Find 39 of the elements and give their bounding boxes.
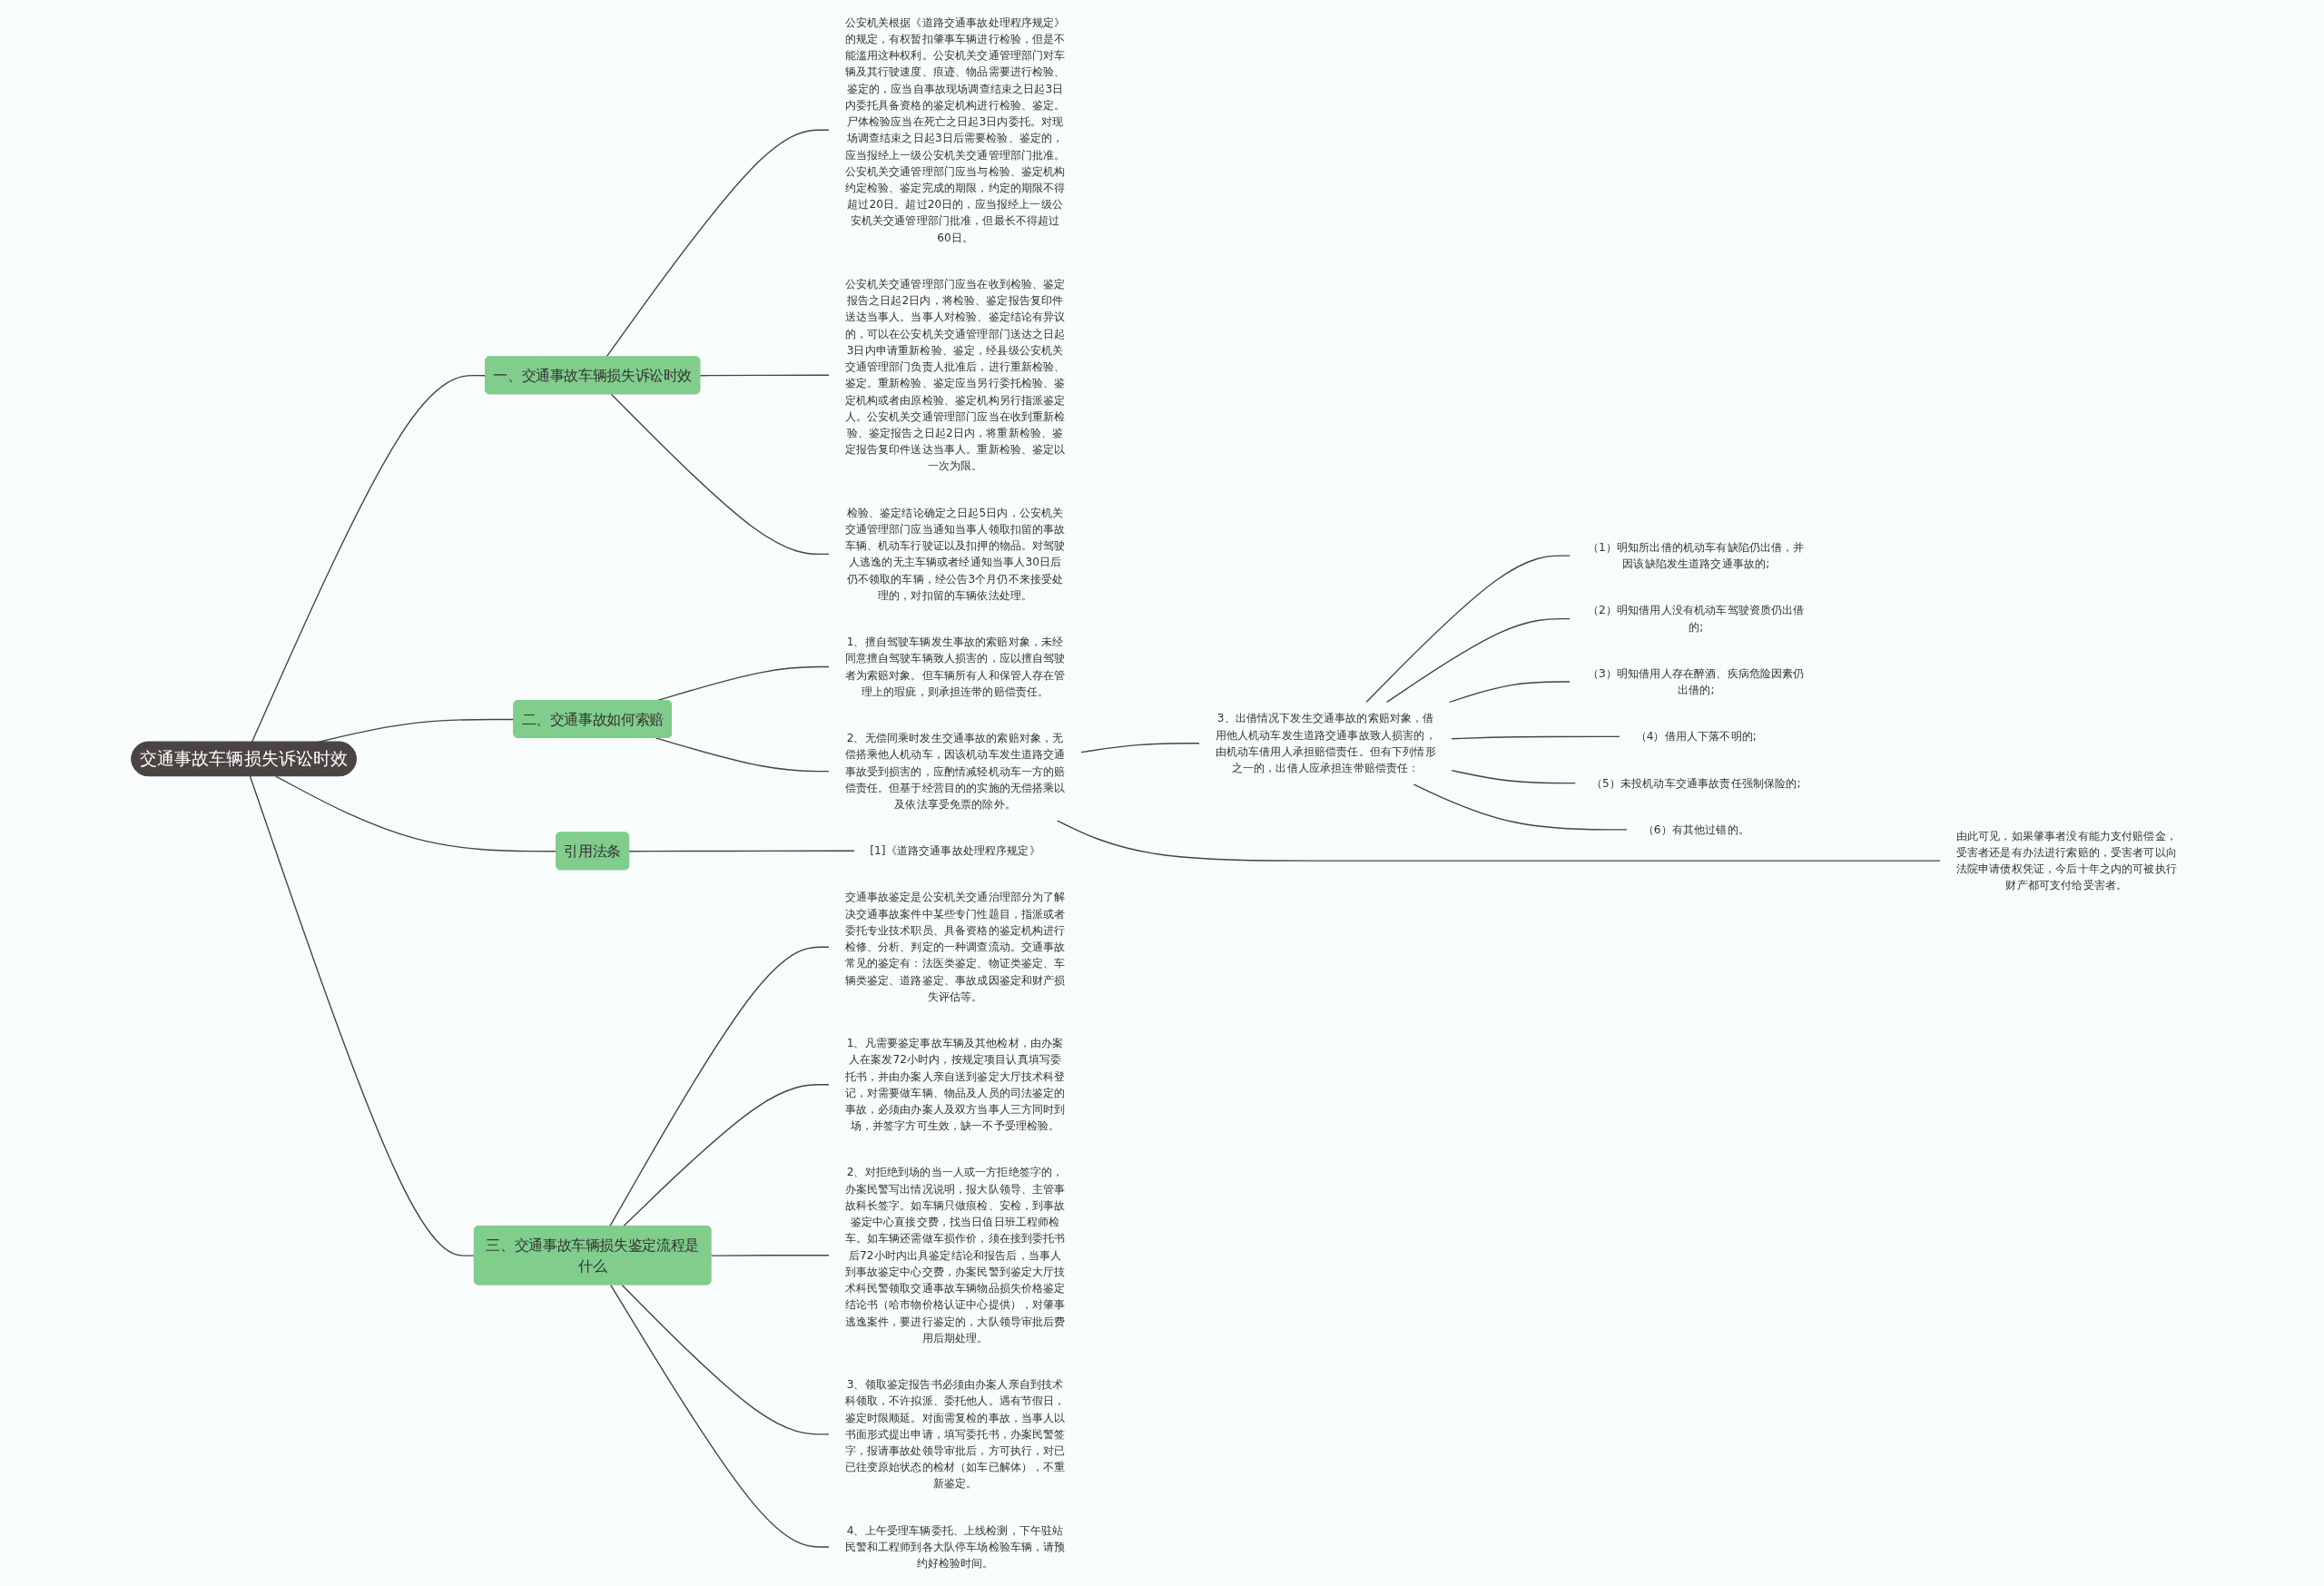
node-text: 2、无偿同乘时发生交通事故的索赔对象，无偿搭乘他人机动车，因该机动车发生道路交通事故受到损害的，应酌情减轻机动车一方的赔偿责任。但基于经营目的的实施的无偿搭乘以及依法享受免票的除外。 (844, 731, 1066, 811)
node-text: （5）未投机动车交通事故责任强制保险的; (1590, 776, 1801, 790)
node-text: 2、对拒绝到场的当一人或一方拒绝签字的，办案民警写出情况说明，报大队领导、主管事故科长签字。如车辆只做痕检、安检，到事故鉴定中心直接交费，找当日值日班工程师检车。如车辆还需做车损作价，须在接到委托书后72小时内出具鉴定结论和报告后，当事人到事故鉴定中心交费，办案民警到鉴定大厅技术科民警领取交通事故车辆物品损失价格鉴定结论书（哈市物价格认证中心提供），对肇事逃逸案件，要进行鉴定的，大队领导审批后费用后期处理。 (844, 1166, 1066, 1345)
node-text: 1、擅自驾驶车辆发生事故的索赔对象，未经同意擅自驾驶车辆致人损害的，应以擅自驾驶者为索赔对象。但车辆所有人和保管人存在管理上的瑕疵，则承担连带的赔偿责任。 (844, 635, 1066, 698)
connector (610, 393, 830, 556)
connector (1080, 743, 1200, 754)
connector (274, 775, 557, 852)
node-text: 3、出借情况下发生交通事故的索赔对象，借用他人机动车发生道路交通事故致人损害的，由机动车借用人承担赔偿责任。但有下列情形之一的，出借人应承担连带赔偿责任： (1215, 712, 1436, 774)
node-text: 3、领取鉴定报告书必须由办案人亲自到技术科领取，不许拟派、委托他人。遇有节假日，鉴定时限顺延。对面需复检的事故，当事人以书面形式提出申请，填写委托书，办案民警签字，报请事故处领导审批后，方可执行，对已已往变原始状态的检材（如车已解体），不重新鉴定。 (844, 1377, 1066, 1491)
connector (609, 1284, 830, 1548)
node-text: 检验、鉴定结论确定之日起5日内，公安机关交通管理部门应当通知当事人领取扣留的事故车辆、机动车行驶证以及扣押的物品。对驾驶人逃逸的无主车辆或者经通知当事人30日后仍不领取的车辆，经公告3个月仍不来接受处理的，对扣留的车辆依法处理。 (844, 506, 1066, 602)
connector (1451, 769, 1577, 784)
node-text: （2）明知借用人没有机动车驾驶资质仍出借的; (1587, 604, 1805, 634)
node-text: 公安机关交通管理部门应当在收到检验、鉴定报告之日起2日内，将检验、鉴定报告复印件送达当事人。当事人对检验、鉴定结论有异议的，可以在公安机关交通管理部门送达之日起3日内申请重新检验、鉴定，经县级公安机关交通管理部门负责人批准后，进行重新检验、鉴定。重新检验、鉴定应当另行委托检验、鉴定机构或者由原检验、鉴定机构另行指派鉴定人。公安机关交通管理部门应当在收到重新检验、鉴定报告之日起2日内，将重新检验、鉴定报告复印件送达当事人。重新检验、鉴定以一次为限。 (844, 277, 1066, 473)
connector (608, 946, 830, 1227)
node-text: （3）明知借用人存在醉酒、疾病危险因素仍出借的; (1587, 666, 1805, 696)
node-text: [1]《道路交通事故处理程序规定》 (870, 843, 1040, 857)
node-text: 由此可见，如果肇事者没有能力支付赔偿金，受害者还是有办法进行索赔的，受害者可以向法院申请债权凭证，今后十年之内的可被执行财产都可支付给受害者。 (1955, 829, 2177, 892)
connector (621, 1284, 830, 1435)
connector (1448, 681, 1571, 704)
connector (1056, 820, 1941, 862)
node-text: （6）有其他过错的。 (1642, 823, 1749, 836)
connector (249, 775, 476, 1256)
node-text: 交通事故鉴定是公安机关交通治理部分为了解决交通事故案件中某些专门性题目，指派或者委托专业技术职员、具备资格的鉴定机构进行检修、分析、判定的一种调查流动。交通事故常见的鉴定有：法医类鉴定、物证类鉴定、车辆类鉴定、道路鉴定、事故成因鉴定和财产损失评估等。 (844, 891, 1066, 1003)
node-text: 公安机关根据《道路交通事故处理程序规定》的规定，有权暂扣肇事车辆进行检验，但是不能滥用这种权利。公安机关交通管理部门对车辆及其行驶速度、痕迹、物品需要进行检验、鉴定的，应当自事故现场调查结束之日起3日内委托具备资格的鉴定机构进行检验、鉴定。尸体检验应当在死亡之日起3日内委托。对现场调查结束之日起3日后需要检验、鉴定的，应当报经上一级公安机关交通管理部门批准。公安机关交通管理部门应当与检验、鉴定机构约定检验、鉴定完成的期限，约定的期限不得超过20日。超过20日的，应当报经上一级公安机关交通管理部门批准，但最长不得超过60日。 (844, 15, 1066, 244)
connector (1364, 555, 1571, 704)
connector (628, 850, 855, 852)
connector (1451, 735, 1620, 740)
connector (1413, 783, 1628, 831)
connector (655, 737, 830, 773)
connector (251, 374, 487, 744)
connector (622, 1084, 830, 1227)
node-text: （4）借用人下落不明的; (1635, 730, 1757, 743)
node-text: （1）明知所出借的机动车有缺陷仍出借，并因该缺陷发生道路交通事故的; (1587, 540, 1805, 570)
node-text: 1、凡需要鉴定事故车辆及其他检材，由办案人在案发72小时内，按规定项目认真填写委托书，并由办案人亲自送到鉴定大厅技术科登记，对需要做车辆、物品及人员的司法鉴定的事故，必须由办案人及双方当事人三方同时到场，并签字方可生效，缺一不予受理检验。 (844, 1036, 1066, 1132)
connector (699, 374, 830, 377)
connector (710, 1255, 830, 1256)
node-text: 4、上午受理车辆委托、上线检测，下午驻站民警和工程师到各大队停车场检验车辆，请预约好检验时间。 (844, 1523, 1066, 1570)
connector (1385, 617, 1571, 704)
